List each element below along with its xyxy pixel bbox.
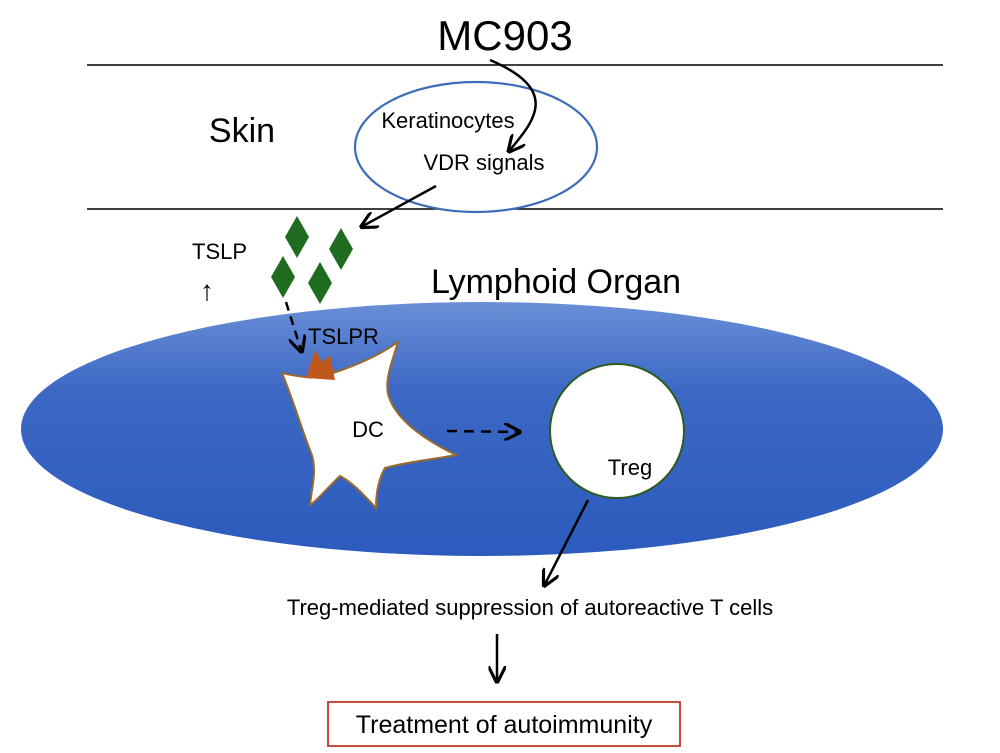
lymphoid-organ (21, 302, 943, 556)
keratinocytes-label: Keratinocytes (381, 108, 514, 133)
outcome-box (327, 701, 681, 747)
suppression-label: Treg-mediated suppression of autoreactiv… (287, 595, 773, 620)
dc-to-treg-arrow (446, 431, 518, 432)
dc-cell (280, 339, 460, 511)
tslp-diamond-3 (271, 256, 295, 298)
skin-label: Skin (209, 112, 275, 150)
dc-label: DC (352, 417, 384, 442)
keratinocyte-cell (353, 80, 599, 214)
tslpr-label: TSLPR (308, 324, 379, 349)
treg-label: Treg (608, 455, 652, 480)
tslp-increase-icon: ↑ (200, 275, 214, 306)
tslp-to-tslpr-arrow (284, 301, 301, 350)
mc903-to-vdr-arrow (489, 58, 537, 150)
outcome-label: Treatment of autoimmunity (356, 711, 653, 739)
tslp-molecules (271, 216, 353, 304)
treg-to-suppression-arrow (545, 499, 590, 584)
lymphoid-organ-label: Lymphoid Organ (431, 263, 681, 301)
treg-cell (549, 363, 685, 499)
tslp-label: TSLP (192, 239, 247, 264)
vdr-to-tslp-arrow (363, 184, 437, 226)
vdr-signals-label: VDR signals (423, 150, 544, 175)
tslp-diamond-2 (329, 228, 353, 270)
tslp-diamond-1 (285, 216, 309, 258)
mc903-label: MC903 (437, 12, 572, 59)
tslp-diamond-4 (308, 262, 332, 304)
tslpr-receptor (306, 350, 335, 380)
